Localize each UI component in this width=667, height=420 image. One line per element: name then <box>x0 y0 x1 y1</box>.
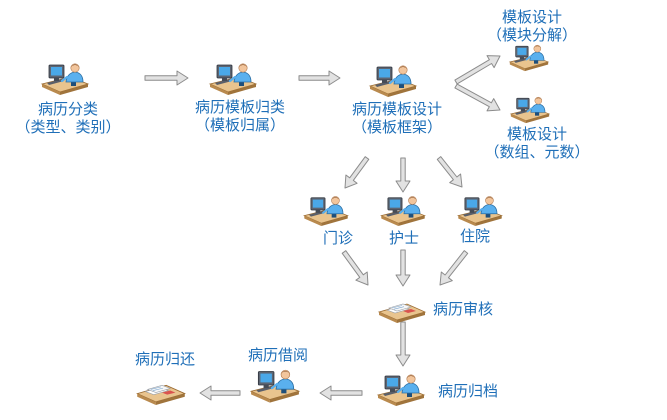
arrow-design-to-modsplit <box>454 55 501 85</box>
arrow-design-to-data <box>454 83 501 112</box>
label-line: （模板归属） <box>194 116 286 134</box>
arrow-nurse-to-review <box>395 249 411 287</box>
label-line: 病历模板归类 <box>194 98 286 116</box>
arrow-design-to-nurse <box>395 157 411 193</box>
label-line: （模板框架） <box>351 118 443 136</box>
arrow-archive-to-borrow <box>319 385 363 401</box>
arrow-inpatient-to-review <box>439 250 469 286</box>
arrow-group-to-design <box>298 70 341 86</box>
computer-user-icon <box>249 366 301 404</box>
label-line: 住院 <box>459 227 491 245</box>
label-line: 模板设计 <box>501 8 563 26</box>
label-line: 门诊 <box>322 229 354 247</box>
computer-user-icon <box>40 60 90 96</box>
label-line: （类型、类别） <box>15 118 121 136</box>
computer-user-icon <box>507 42 551 72</box>
arrow-review-to-archive <box>395 321 411 367</box>
computer-user-icon <box>208 60 258 96</box>
label-line: 病历归还 <box>134 350 196 368</box>
node-label-template-group: 病历模板归类 （模板归属） <box>195 98 285 134</box>
label-line: 模板设计 <box>506 125 568 143</box>
computer-user-icon <box>456 193 504 227</box>
arrow-design-to-inpatient <box>436 156 463 188</box>
computer-user-icon <box>376 371 426 407</box>
label-line: 病历分类 <box>37 100 99 118</box>
node-label-nurse: 护士 <box>389 229 419 247</box>
node-label-return: 病历归还 <box>135 350 195 368</box>
label-line: 病历审核 <box>433 300 494 318</box>
arrow-borrow-to-return <box>199 385 241 401</box>
node-label-borrow: 病历借阅 <box>248 346 308 364</box>
node-label-archive: 病历归档 <box>438 382 498 400</box>
node-label-outpatient: 门诊 <box>323 229 353 247</box>
computer-user-icon <box>508 94 552 124</box>
computer-user-icon <box>368 62 418 98</box>
computer-user-icon <box>302 193 350 227</box>
label-line: 病历归档 <box>438 382 499 400</box>
computer-user-icon <box>379 193 427 227</box>
label-line: 护士 <box>388 229 420 247</box>
arrow-outpatient-to-review <box>341 250 369 286</box>
node-label-inpatient: 住院 <box>460 227 490 245</box>
node-label-classify: 病历分类 （类型、类别） <box>15 100 120 136</box>
arrow-classify-to-group <box>144 70 189 86</box>
node-label-review: 病历审核 <box>433 300 493 318</box>
desk-documents-icon <box>135 375 187 406</box>
label-line: （模块分解） <box>486 26 578 44</box>
node-label-template-design: 病历模板设计 （模板框架） <box>352 100 442 136</box>
node-label-template-data: 模板设计 （数组、元数） <box>484 125 589 161</box>
desk-documents-icon <box>377 294 427 324</box>
arrow-design-to-outpatient <box>344 156 370 189</box>
label-line: 病历模板设计 <box>351 100 443 118</box>
node-label-module-split: 模板设计 （模块分解） <box>487 8 577 44</box>
label-line: 病历借阅 <box>247 346 309 364</box>
label-line: （数组、元数） <box>484 143 590 161</box>
